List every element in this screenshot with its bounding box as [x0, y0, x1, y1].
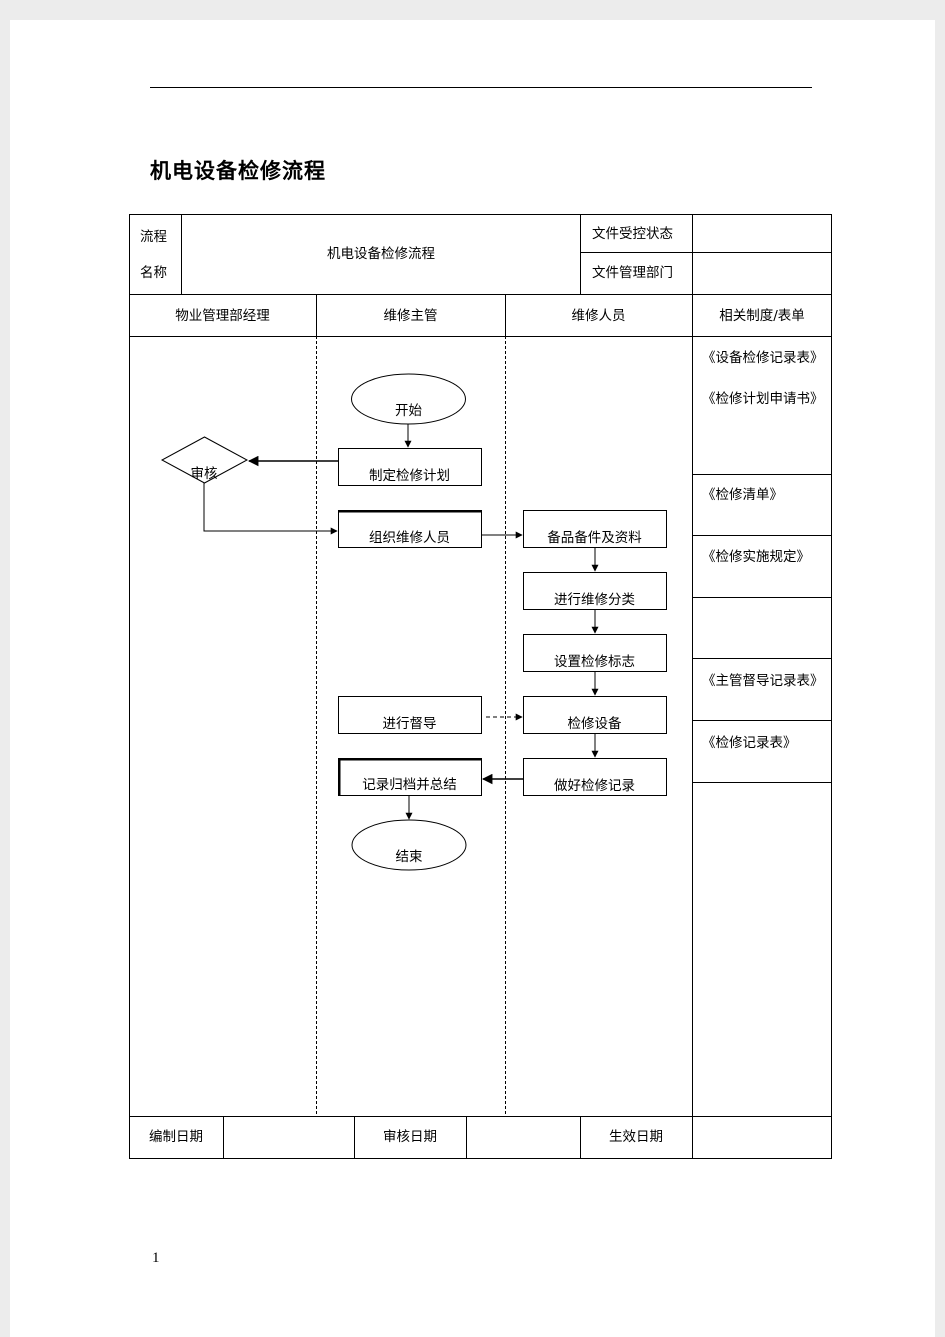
related-form-item: 《检修计划申请书》 — [702, 391, 824, 407]
reviewed-date-label: 审核日期 — [383, 1129, 437, 1145]
compiled-date-label: 编制日期 — [149, 1129, 203, 1145]
record-label: 做好检修记录 — [554, 778, 635, 794]
control-status-label: 文件受控状态 — [592, 226, 673, 242]
related-form-item: 《检修清单》 — [702, 487, 783, 503]
process-name-value: 机电设备检修流程 — [327, 246, 435, 262]
lane-header-related: 相关制度/表单 — [719, 308, 805, 324]
lane-header-manager: 物业管理部经理 — [175, 308, 270, 324]
related-form-item: 《检修记录表》 — [702, 735, 797, 751]
management-dept-label: 文件管理部门 — [592, 265, 673, 281]
lane-header-supervisor: 维修主管 — [383, 308, 438, 324]
inspect-repair-label: 检修设备 — [567, 716, 622, 732]
supervise-label: 进行督导 — [382, 716, 437, 732]
end-label: 结束 — [395, 849, 423, 865]
page-number: 1 — [152, 1250, 160, 1266]
related-form-item: 《主管督导记录表》 — [702, 673, 824, 689]
table-border — [129, 214, 832, 1159]
document-page — [10, 20, 935, 1337]
make-plan-label: 制定检修计划 — [369, 468, 450, 484]
prepare-parts-label: 备品备件及资料 — [547, 530, 642, 546]
arrow-review-to-organize — [203, 483, 338, 535]
page-title: 机电设备检修流程 — [150, 159, 326, 183]
set-signs-box — [523, 634, 667, 672]
record-box — [523, 758, 667, 796]
organize-staff-label: 组织维修人员 — [369, 530, 450, 546]
review-label: 审核 — [190, 466, 218, 482]
start-label: 开始 — [395, 403, 422, 419]
header-rule — [150, 87, 812, 88]
prepare-parts-box — [523, 510, 667, 548]
effective-date-label: 生效日期 — [609, 1129, 663, 1145]
set-signs-label: 设置检修标志 — [554, 654, 635, 670]
related-form-item: 《设备检修记录表》 — [702, 350, 824, 366]
organize-staff-box — [338, 510, 482, 548]
classify-label: 进行维修分类 — [554, 592, 635, 608]
process-name-label-line2: 名称 — [140, 265, 167, 281]
end-node — [351, 819, 467, 871]
process-name-label-line1: 流程 — [140, 229, 167, 245]
archive-label: 记录归档并总结 — [362, 777, 457, 793]
inspect-repair-box — [523, 696, 667, 734]
supervise-box — [338, 696, 482, 734]
classify-box — [523, 572, 667, 610]
archive-box — [338, 758, 482, 796]
lane-header-staff: 维修人员 — [571, 308, 626, 324]
make-plan-box — [338, 448, 482, 486]
related-form-item: 《检修实施规定》 — [702, 549, 810, 565]
